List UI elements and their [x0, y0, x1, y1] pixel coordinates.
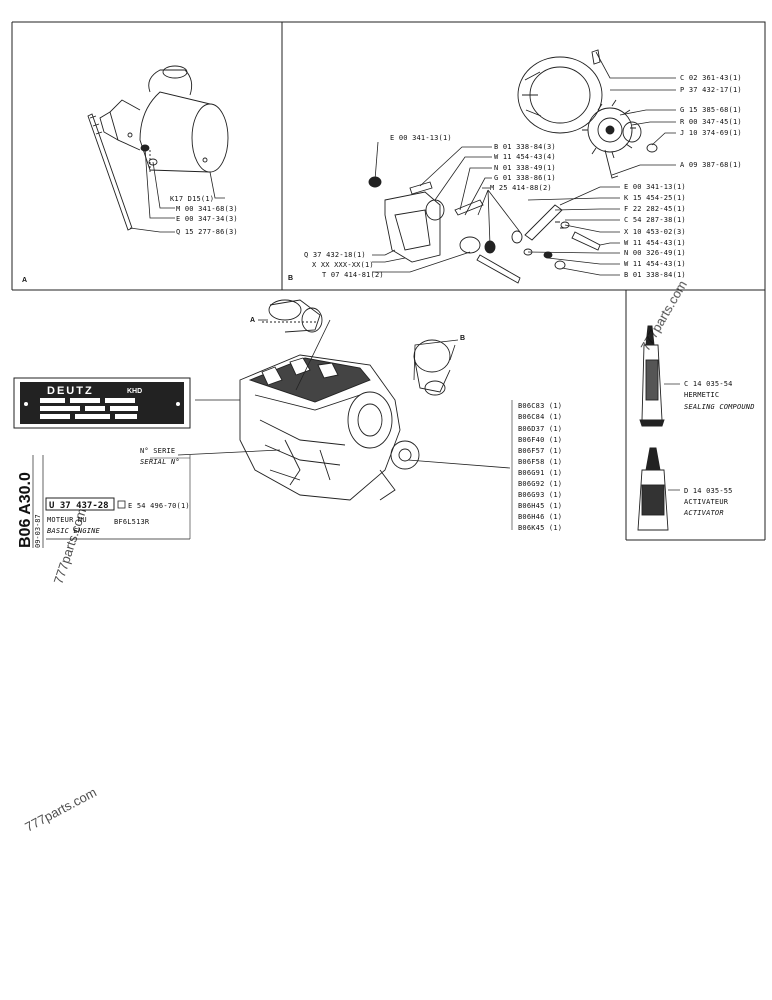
callout-b-right-8: F 22 282-45(1): [624, 205, 686, 213]
callout-b-right-3: R 00 347-45(1): [680, 118, 742, 126]
variant-list: B06C83 (1) B06C84 (1) B06D37 (1) B06F40 …: [511, 400, 562, 532]
activator-bottle-drawing: [637, 447, 669, 531]
callout-b-left-2: X XX XXX-XX(1): [312, 261, 374, 269]
callout-b-right-5: A 09 387-68(1): [680, 161, 742, 169]
callout-b-mid-1: W 11 454-43(4): [494, 153, 556, 161]
plate-brand-suffix: KHD: [127, 388, 142, 395]
variant-item: B06C83 (1): [518, 402, 562, 410]
callout-b-right-4: J 10 374-69(1): [680, 129, 742, 137]
callout-b-mid-3: G 01 338-86(1): [494, 174, 556, 182]
variant-item: B06G92 (1): [518, 480, 562, 488]
callout-a-k17: K17 D15(1): [170, 195, 214, 203]
panel-a-leaders: [129, 147, 225, 233]
serial-label-en: SERIAL N°: [140, 458, 180, 466]
plate-brand: DEUTZ: [47, 385, 94, 397]
main-engine-view: A B: [13, 299, 562, 532]
variant-item: B06F40 (1): [518, 436, 562, 444]
alternator-drawing: [517, 49, 658, 179]
title-model: BF6L513R: [114, 518, 150, 526]
panel-b-letter: B: [288, 275, 293, 282]
bracket-drawing: [368, 176, 601, 284]
callout-b-right-1: P 37 432-17(1): [680, 86, 742, 94]
sheet-date: 09-03-87: [34, 514, 42, 548]
title-name-fr: MOTEUR NU: [47, 516, 87, 524]
sealing-en: SEALING COMPOUND: [684, 403, 755, 411]
variant-item: B06G91 (1): [518, 469, 562, 477]
sealing-code: C 14 035-54: [684, 380, 733, 388]
title-name-en: BASIC ENGINE: [47, 527, 101, 535]
title-alt-code: E 54 496-70(1): [128, 502, 190, 510]
variant-item: B06H45 (1): [518, 502, 562, 510]
sheet-id: B06 A30.0: [17, 472, 34, 548]
main-label-a: A: [250, 317, 255, 324]
main-label-b: B: [460, 335, 465, 342]
engine-drawing: [239, 299, 451, 501]
variant-item: B06F57 (1): [518, 447, 562, 455]
variant-item: B06F58 (1): [518, 458, 562, 466]
panel-b-callouts-right: C 02 361-43(1) P 37 432-17(1) G 15 385-6…: [624, 74, 742, 279]
callout-a-q15: Q 15 277-86(3): [176, 228, 238, 236]
title-block: B06 A30.0 09-03-87 U 37 437-28 E 54 496-…: [17, 455, 191, 548]
callout-b-right-12: N 00 326-49(1): [624, 249, 686, 257]
alt-code-checkbox: [117, 500, 126, 509]
panel-a-starter-motor: A K17 D15(1) M 00 341-68(3) E: [22, 65, 238, 284]
callout-b-mid-4: M 25 414-88(2): [490, 184, 552, 192]
sealing-fr: HERMETIC: [684, 391, 719, 399]
panel-b-leaders: [372, 51, 676, 276]
variant-item: B06H46 (1): [518, 513, 562, 521]
variant-item: B06G93 (1): [518, 491, 562, 499]
main-leaders: [177, 319, 511, 469]
deutz-nameplate: DEUTZ KHD: [13, 377, 191, 429]
callout-b-right-9: C 54 287-38(1): [624, 216, 686, 224]
callout-b-right-10: X 10 453-02(3): [624, 228, 686, 236]
callout-b-left-3: T 07 414-81(2): [322, 271, 384, 279]
callout-b-mid-0: B 01 338-84(3): [494, 143, 556, 151]
callout-b-right-13: W 11 454-43(1): [624, 260, 686, 268]
watermark-text: 777parts.com: [22, 784, 99, 834]
callout-b-right-6: E 00 341-13(1): [624, 183, 686, 191]
callout-a-e00: E 00 347-34(3): [176, 215, 238, 223]
callout-b-right-14: B 01 338-84(1): [624, 271, 686, 279]
callout-b-left-1: Q 37 432-18(1): [304, 251, 366, 259]
callout-b-right-0: C 02 361-43(1): [680, 74, 742, 82]
panel-b-alternator-mount: B: [288, 49, 742, 284]
serial-label-fr: N° SERIE: [140, 447, 175, 455]
sealing-tube-drawing: [639, 325, 665, 427]
title-code: U 37 437-28: [49, 501, 109, 511]
watermark-text: 777parts.com: [638, 278, 690, 354]
starter-motor-drawing: [87, 65, 229, 231]
callout-b-left-0: E 00 341-13(1): [390, 134, 452, 142]
activator-code: D 14 035-55: [684, 487, 733, 495]
variant-item: B06D37 (1): [518, 425, 562, 433]
panel-a-letter: A: [22, 277, 27, 284]
chemicals-panel: C 14 035-54 HERMETIC SEALING COMPOUND D …: [637, 325, 755, 531]
callout-b-right-11: W 11 454-43(1): [624, 239, 686, 247]
panel-frames: [11, 21, 766, 541]
activator-fr: ACTIVATEUR: [684, 498, 729, 506]
watermarks: 777parts.com 777parts.com 777parts.com: [22, 278, 690, 835]
variant-item: B06C84 (1): [518, 413, 562, 421]
callout-b-mid-2: N 01 338-49(1): [494, 164, 556, 172]
callout-a-m00: M 00 341-68(3): [176, 205, 238, 213]
activator-en: ACTIVATOR: [683, 509, 724, 517]
callout-b-right-2: G 15 385-68(1): [680, 106, 742, 114]
callout-b-right-7: K 15 454-25(1): [624, 194, 686, 202]
variant-item: B06K45 (1): [518, 524, 562, 532]
